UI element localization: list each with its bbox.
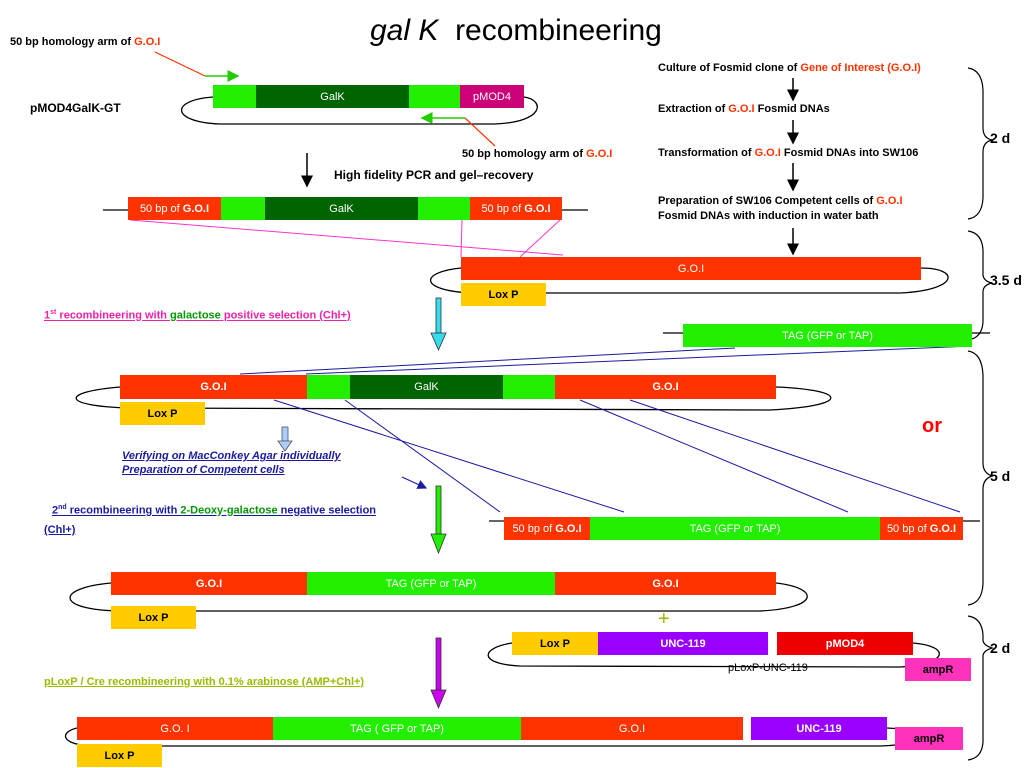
homology-arm-segment: 50 bp of G.O.I — [880, 517, 963, 540]
pmod4-segment: pMOD4 — [460, 85, 524, 108]
tag-segment: TAG ( GFP or TAP) — [273, 717, 521, 740]
homology-arm-segment: 50 bp of G.O.I — [504, 517, 590, 540]
spacer-segment — [221, 197, 265, 220]
step-transformation: Transformation of G.O.I Fosmid DNAs into… — [658, 147, 919, 159]
duration-label-3: 5 d — [990, 468, 1011, 484]
spacer-segment — [418, 197, 470, 220]
plasmid-loop-3 — [75, 386, 832, 411]
page-title: gal K recombineering — [370, 14, 662, 47]
goi-segment: G.O.I — [555, 572, 776, 595]
tag-segment: TAG (GFP or TAP) — [683, 324, 972, 347]
unc119-segment: UNC-119 — [751, 717, 887, 740]
purple-down-arrow — [430, 637, 447, 710]
plus-sign: + — [658, 608, 670, 630]
tag-segment: TAG (GFP or TAP) — [307, 572, 555, 595]
duration-label-2: 3.5 d — [990, 272, 1022, 288]
ampr-segment: ampR — [895, 727, 963, 750]
galk-segment: GalK — [265, 197, 418, 220]
brace-5d — [967, 350, 994, 606]
plasmid-loop-5 — [487, 642, 940, 668]
pcr-label: High fidelity PCR and gel–recovery — [334, 168, 534, 182]
step-extraction: Extraction of G.O.I Fosmid DNAs — [658, 103, 830, 115]
loxp-segment: Lox P — [120, 402, 205, 425]
ampr-segment: ampR — [905, 658, 971, 681]
brace-2d-top — [967, 67, 993, 220]
goi-segment: G.O.I — [461, 257, 921, 280]
homology-arm-segment — [213, 85, 256, 108]
plasmid-label: pLoxP-UNC-119 — [728, 662, 808, 674]
brace-2d-bottom — [967, 615, 994, 761]
lightblue-down-arrow — [277, 426, 293, 452]
goi-segment: G.O.I — [111, 572, 307, 595]
homology-arm-segment: 50 bp of G.O.I — [470, 197, 562, 220]
or-label: or — [922, 415, 942, 437]
cyan-down-arrow — [430, 297, 447, 351]
goi-segment: G.O.I — [120, 375, 307, 399]
pmod4-segment: pMOD4 — [777, 632, 913, 655]
callout-line-mid — [464, 117, 496, 147]
loxp-segment: Lox P — [111, 606, 196, 629]
step-preparation: Preparation of SW106 Competent cells of … — [658, 195, 903, 222]
plasmid-name-label: pMOD4GalK-GT — [30, 101, 121, 115]
tag-segment: TAG (GFP or TAP) — [590, 517, 880, 540]
plasmid-loop-2 — [430, 267, 949, 294]
plasmid-loop-1 — [181, 96, 538, 125]
goi-segment: G.O. I — [77, 717, 273, 740]
first-recombineering-label: 1st recombineering with galactose positi… — [44, 309, 351, 322]
homology-arm-label-top: 50 bp homology arm of G.O.I — [10, 36, 161, 48]
verify-label-1: Verifying on MacConkey Agar individually — [122, 450, 341, 462]
verify-label-2: Preparation of Competent cells — [122, 464, 285, 476]
goi-segment: G.O.I — [555, 375, 776, 399]
homology-arm-segment — [409, 85, 460, 108]
homology-arm-segment: 50 bp of G.O.I — [128, 197, 221, 220]
duration-label-1: 2 d — [990, 130, 1011, 146]
unc119-segment: UNC-119 — [598, 632, 768, 655]
spacer-segment — [307, 375, 350, 399]
loxp-segment: Lox P — [461, 283, 546, 306]
goi-segment: G.O.I — [521, 717, 743, 740]
homology-arm-label-mid: 50 bp homology arm of G.O.I — [462, 148, 613, 160]
second-recombineering-label: 2nd recombineering with 2-Deoxy-galactos… — [52, 504, 377, 517]
galk-segment: GalK — [350, 375, 503, 399]
loxp-segment: Lox P — [77, 744, 162, 767]
second-recombineering-label-line2: (Chl+) — [44, 524, 76, 536]
green-down-arrow — [430, 485, 447, 555]
brace-3.5d — [967, 230, 993, 341]
plasmid-loop-4 — [69, 582, 808, 612]
loxp-segment: Lox P — [512, 632, 598, 655]
cre-recombineering-label: pLoxP / Cre recombineering with 0.1% ara… — [44, 676, 365, 688]
callout-line-top — [154, 51, 206, 77]
duration-label-4: 2 d — [990, 640, 1011, 656]
spacer-segment — [503, 375, 555, 399]
galk-segment: GalK — [256, 85, 409, 108]
step-culture: Culture of Fosmid clone of Gene of Inter… — [658, 62, 921, 74]
